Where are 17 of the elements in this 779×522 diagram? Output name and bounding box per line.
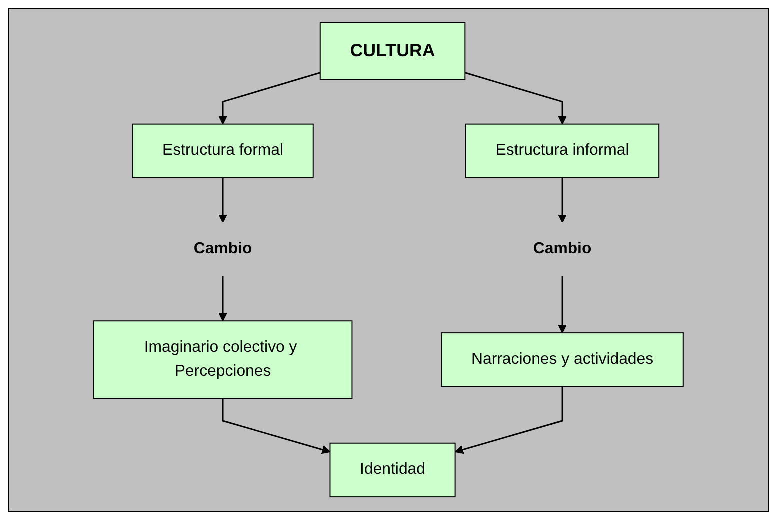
arrow	[218, 276, 228, 322]
arrow	[558, 276, 567, 334]
arrow	[558, 178, 567, 224]
node-box	[441, 332, 684, 388]
arrow	[464, 72, 567, 125]
node-box	[465, 124, 660, 178]
arrow	[218, 178, 228, 224]
arrow	[222, 398, 331, 454]
node-box	[320, 22, 466, 80]
arrow	[454, 386, 564, 454]
arrow	[218, 72, 320, 125]
node-box	[132, 124, 314, 178]
node-text: Cambio	[194, 240, 252, 258]
node-box	[93, 320, 353, 400]
diagram-background: CULTURA Estructura formal Estructura informal Cambio Cambio Imaginario colectivo y Percepciones Identidad Narraciones y actividades	[8, 8, 769, 512]
node-box	[330, 442, 456, 498]
node-text: Cambio	[533, 240, 592, 258]
